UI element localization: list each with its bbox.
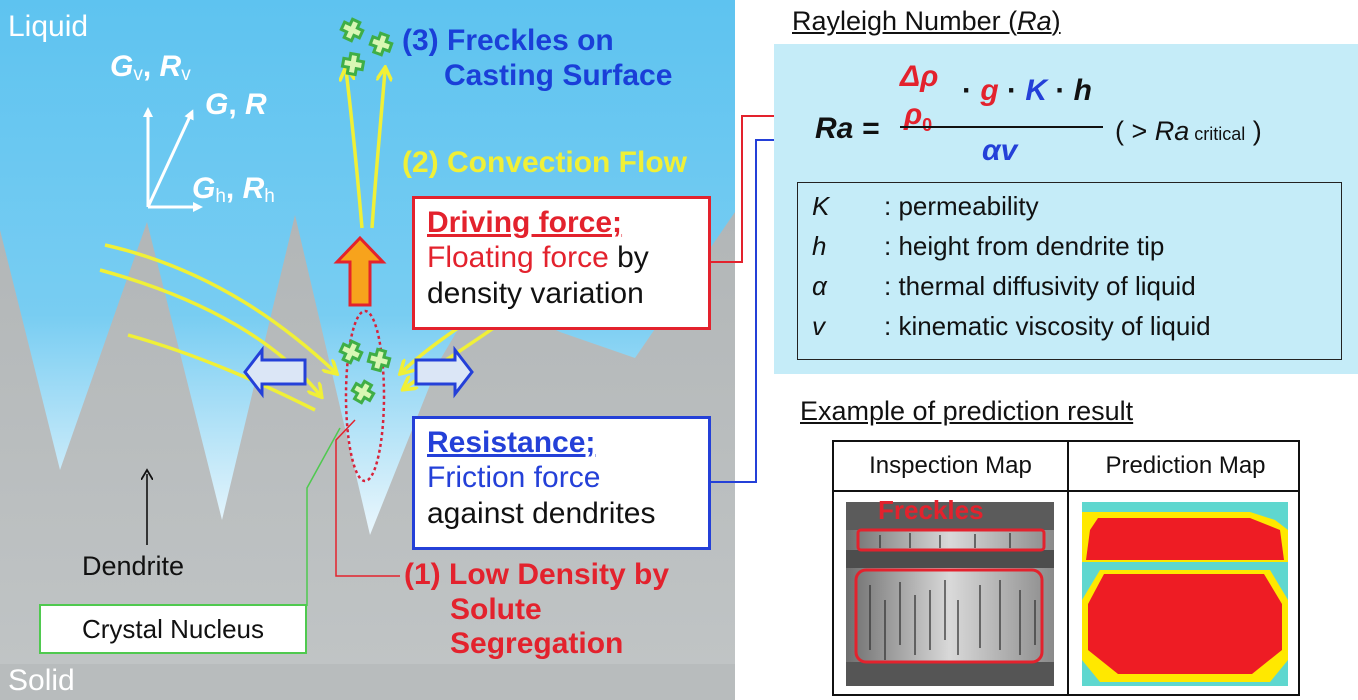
variable-row: α: thermal diffusivity of liquid (812, 271, 1196, 301)
ra-critical: ( > Ra critical ) (1115, 116, 1262, 146)
horizontal-vector-label: Gh, Rh (192, 172, 275, 207)
resistance-box: Resistance; Friction force against dendr… (412, 416, 711, 550)
vertical-vector-label: Gv, Rv (110, 50, 191, 85)
variable-row: v: kinematic viscosity of liquid (812, 311, 1211, 341)
solid-base (0, 664, 735, 700)
variable-row: h: height from dendrite tip (812, 231, 1165, 261)
freckles-map-label: Freckles (878, 495, 984, 525)
resultant-vector-label: G, R (205, 88, 267, 121)
freckle-crosses (338, 17, 394, 405)
rayleigh-title: Rayleigh Number (Ra) (792, 6, 1061, 36)
low-density-step-label: (1) Low Density by Solute Segregation (404, 558, 670, 660)
inspection-map (846, 502, 1054, 686)
prediction-table: Inspection Map Prediction Map (832, 440, 1300, 696)
convection-step-label: (2) Convection Flow (402, 146, 687, 179)
inspection-map-header: Inspection Map (869, 452, 1032, 479)
friction-arrows (243, 345, 474, 399)
freckles-step-label: (3) Freckles on Casting Surface (402, 24, 673, 92)
gradient-vectors (143, 107, 203, 212)
variable-definitions: K: permeability h: height from dendrite … (797, 182, 1342, 360)
column-divider (1067, 442, 1069, 694)
ra-numerator-terms: · g · K · h (962, 74, 1092, 107)
crystal-nucleus-label: Crystal Nucleus (39, 604, 307, 654)
low-density-leader (335, 419, 400, 577)
solid-dendrites (0, 212, 735, 700)
delta-rho: Δρ (900, 60, 939, 93)
variable-row: K: permeability (812, 191, 1039, 221)
ra-denominator: αv (982, 134, 1018, 167)
solid-label: Solid (8, 664, 75, 697)
header-divider (834, 490, 1298, 492)
driving-force-heading: Driving force; (427, 206, 623, 239)
rho-zero: ρ0 (904, 98, 933, 135)
prediction-map-header: Prediction Map (1105, 452, 1266, 479)
buoyancy-arrow (333, 235, 387, 307)
prediction-title: Example of prediction result (800, 396, 1134, 426)
liquid-label: Liquid (8, 10, 89, 43)
fraction-bar (900, 126, 1103, 128)
rayleigh-panel (774, 44, 1358, 374)
nucleus-leader (306, 427, 341, 606)
dendrite-label: Dendrite (82, 551, 185, 581)
driving-connector (681, 110, 795, 263)
resistance-heading: Resistance; (427, 426, 596, 459)
prediction-map (1082, 502, 1288, 686)
ra-lhs: Ra = (815, 112, 880, 145)
segregation-zone (344, 309, 386, 483)
driving-force-box: Driving force; Floating force by density… (412, 196, 711, 330)
